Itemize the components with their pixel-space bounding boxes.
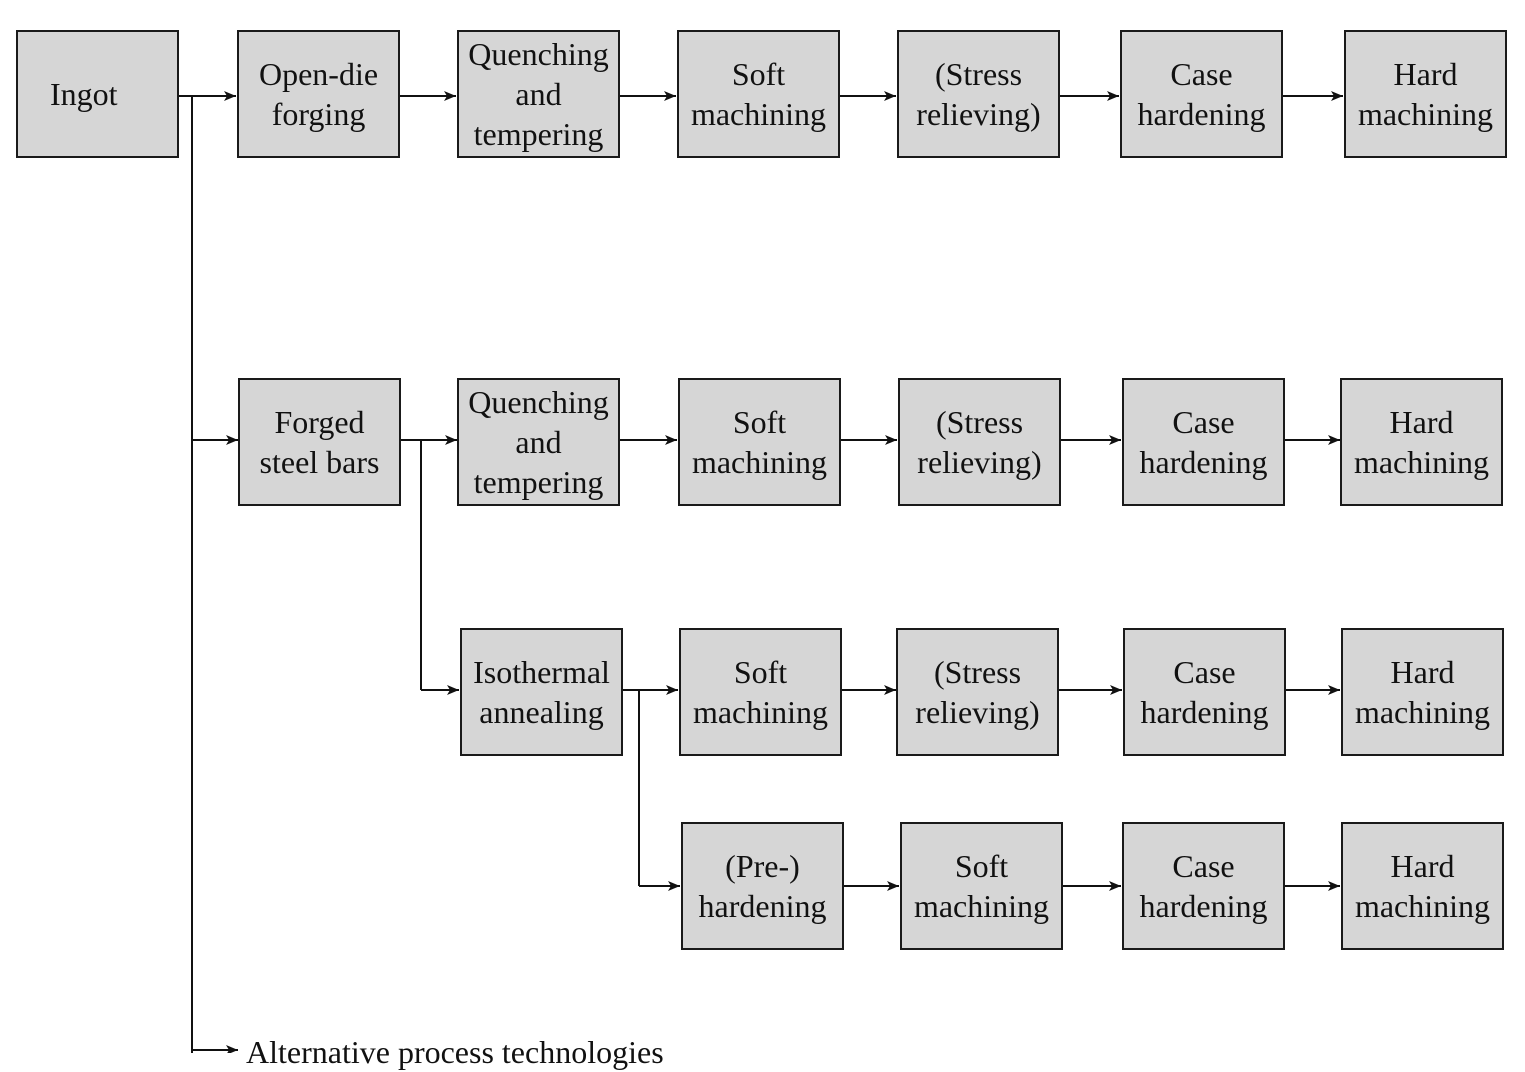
node-r3-stress-relieving: (Stress relieving) [896, 628, 1059, 756]
node-r2-case-hardening-label: Case hardening [1139, 404, 1268, 480]
node-r2-stress-relieving-label: (Stress relieving) [917, 404, 1042, 480]
node-r3-hard-machining: Hard machining [1341, 628, 1504, 756]
node-r3-soft-machining-label: Soft machining [692, 654, 829, 730]
node-r4-case-hardening: Case hardening [1122, 822, 1285, 950]
node-r1-stress-relieving: (Stress relieving) [897, 30, 1060, 158]
node-r1-soft-machining-label: Soft machining [690, 56, 827, 132]
node-ingot: Ingot [16, 30, 179, 158]
node-r2-stress-relieving: (Stress relieving) [898, 378, 1061, 506]
node-r3-stress-relieving-label: (Stress relieving) [915, 654, 1040, 730]
node-r2-soft-machining-label: Soft machining [691, 404, 828, 480]
node-r2-soft-machining: Soft machining [678, 378, 841, 506]
node-ingot-label: Ingot [50, 76, 118, 112]
node-r4-hard-machining: Hard machining [1341, 822, 1504, 950]
node-r1-quenching-tempering-label: Quenching and tempering [468, 36, 609, 152]
node-r1-soft-machining: Soft machining [677, 30, 840, 158]
node-r2-hard-machining-label: Hard machining [1353, 404, 1490, 480]
node-isothermal-annealing: Isothermal annealing [460, 628, 623, 756]
node-r4-case-hardening-label: Case hardening [1139, 848, 1268, 924]
node-r3-soft-machining: Soft machining [679, 628, 842, 756]
node-r2-quenching-tempering: Quenching and tempering [457, 378, 620, 506]
node-r1-quenching-tempering: Quenching and tempering [457, 30, 620, 158]
node-r4-soft-machining-label: Soft machining [913, 848, 1050, 924]
alternative-process-label: Alternative process technologies [246, 1034, 664, 1070]
node-r1-case-hardening-label: Case hardening [1137, 56, 1266, 132]
node-r4-soft-machining: Soft machining [900, 822, 1063, 950]
node-r3-case-hardening: Case hardening [1123, 628, 1286, 756]
node-pre-hardening-label: (Pre-) hardening [698, 848, 827, 924]
node-forged-steel-bars-label: Forged steel bars [259, 404, 380, 480]
node-r1-hard-machining-label: Hard machining [1357, 56, 1494, 132]
node-r4-hard-machining-label: Hard machining [1354, 848, 1491, 924]
node-forged-steel-bars: Forged steel bars [238, 378, 401, 506]
node-r1-case-hardening: Case hardening [1120, 30, 1283, 158]
node-r1-hard-machining: Hard machining [1344, 30, 1507, 158]
node-r3-hard-machining-label: Hard machining [1354, 654, 1491, 730]
node-r1-stress-relieving-label: (Stress relieving) [916, 56, 1041, 132]
node-r2-case-hardening: Case hardening [1122, 378, 1285, 506]
node-open-die-forging: Open-die forging [237, 30, 400, 158]
node-open-die-forging-label: Open-die forging [258, 56, 379, 132]
node-pre-hardening: (Pre-) hardening [681, 822, 844, 950]
node-r2-hard-machining: Hard machining [1340, 378, 1503, 506]
node-isothermal-annealing-label: Isothermal annealing [473, 654, 610, 730]
node-r3-case-hardening-label: Case hardening [1140, 654, 1269, 730]
node-r2-quenching-tempering-label: Quenching and tempering [468, 384, 609, 500]
